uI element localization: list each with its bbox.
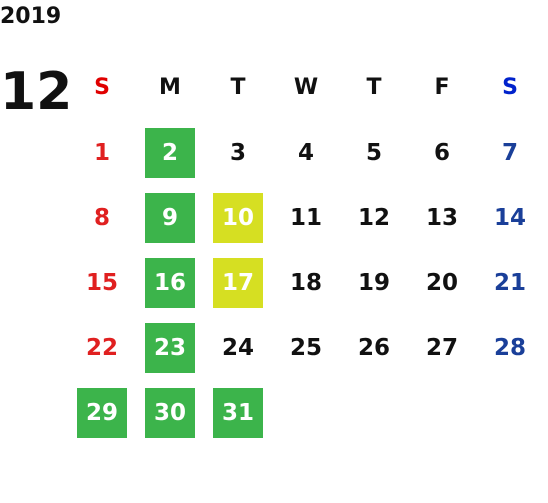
calendar-day: 18 bbox=[272, 250, 340, 315]
day-number: 2 bbox=[145, 127, 195, 178]
day-number: 11 bbox=[289, 204, 322, 231]
calendar-day: 11 bbox=[272, 185, 340, 250]
calendar-day: 4 bbox=[272, 120, 340, 185]
day-number: 22 bbox=[85, 334, 118, 361]
day-number: 25 bbox=[289, 334, 322, 361]
calendar-day: 1 bbox=[68, 120, 136, 185]
weekday-tuesday: T bbox=[230, 75, 246, 100]
calendar-month: 12 bbox=[0, 62, 73, 122]
calendar-day: 9 bbox=[136, 185, 204, 250]
day-number: 12 bbox=[357, 204, 390, 231]
day-number: 8 bbox=[93, 204, 110, 231]
calendar-day: 25 bbox=[272, 315, 340, 380]
calendar-day: 20 bbox=[408, 250, 476, 315]
day-number: 13 bbox=[425, 204, 458, 231]
calendar-day: 8 bbox=[68, 185, 136, 250]
day-number: 20 bbox=[425, 269, 458, 296]
day-number: 29 bbox=[77, 387, 127, 438]
day-number: 14 bbox=[493, 204, 526, 231]
day-number: 18 bbox=[289, 269, 322, 296]
day-number: 17 bbox=[213, 257, 263, 308]
calendar-day: 7 bbox=[476, 120, 544, 185]
calendar-day: 13 bbox=[408, 185, 476, 250]
day-number: 5 bbox=[365, 139, 382, 166]
day-number: 3 bbox=[229, 139, 246, 166]
calendar-day: 2 bbox=[136, 120, 204, 185]
calendar-day: 31 bbox=[204, 380, 272, 445]
day-number: 10 bbox=[213, 192, 263, 243]
weekday-monday: M bbox=[159, 75, 181, 100]
calendar-day: 21 bbox=[476, 250, 544, 315]
calendar-day: 5 bbox=[340, 120, 408, 185]
weekday-friday: F bbox=[434, 75, 450, 100]
weekday-wednesday: W bbox=[293, 75, 319, 100]
weekday-saturday: S bbox=[502, 75, 518, 100]
day-number: 26 bbox=[357, 334, 390, 361]
calendar-day: 16 bbox=[136, 250, 204, 315]
calendar-day: 27 bbox=[408, 315, 476, 380]
day-number: 9 bbox=[145, 192, 195, 243]
day-number: 23 bbox=[145, 322, 195, 373]
calendar-day: 3 bbox=[204, 120, 272, 185]
calendar-grid: S M T W T F S 1 2 3 4 5 6 7 8 9 10 11 12… bbox=[68, 55, 544, 445]
calendar-year: 2019 bbox=[0, 4, 62, 29]
day-number: 4 bbox=[297, 139, 314, 166]
calendar-day: 6 bbox=[408, 120, 476, 185]
day-number: 24 bbox=[221, 334, 254, 361]
weekday-sunday: S bbox=[94, 75, 110, 100]
calendar-day: 15 bbox=[68, 250, 136, 315]
day-number: 15 bbox=[85, 269, 118, 296]
day-number: 31 bbox=[213, 387, 263, 438]
day-number: 21 bbox=[493, 269, 526, 296]
calendar-day: 28 bbox=[476, 315, 544, 380]
calendar-day: 22 bbox=[68, 315, 136, 380]
calendar-day: 23 bbox=[136, 315, 204, 380]
day-number: 7 bbox=[501, 139, 518, 166]
calendar-day: 29 bbox=[68, 380, 136, 445]
day-number: 19 bbox=[357, 269, 390, 296]
calendar-day: 30 bbox=[136, 380, 204, 445]
day-number: 30 bbox=[145, 387, 195, 438]
day-number: 27 bbox=[425, 334, 458, 361]
calendar-day: 10 bbox=[204, 185, 272, 250]
calendar-day: 26 bbox=[340, 315, 408, 380]
calendar-day: 17 bbox=[204, 250, 272, 315]
day-number: 28 bbox=[493, 334, 526, 361]
day-number: 6 bbox=[433, 139, 450, 166]
calendar-day: 12 bbox=[340, 185, 408, 250]
day-number: 1 bbox=[93, 139, 110, 166]
calendar-day: 24 bbox=[204, 315, 272, 380]
weekday-thursday: T bbox=[366, 75, 382, 100]
calendar-day: 19 bbox=[340, 250, 408, 315]
calendar-day: 14 bbox=[476, 185, 544, 250]
day-number: 16 bbox=[145, 257, 195, 308]
